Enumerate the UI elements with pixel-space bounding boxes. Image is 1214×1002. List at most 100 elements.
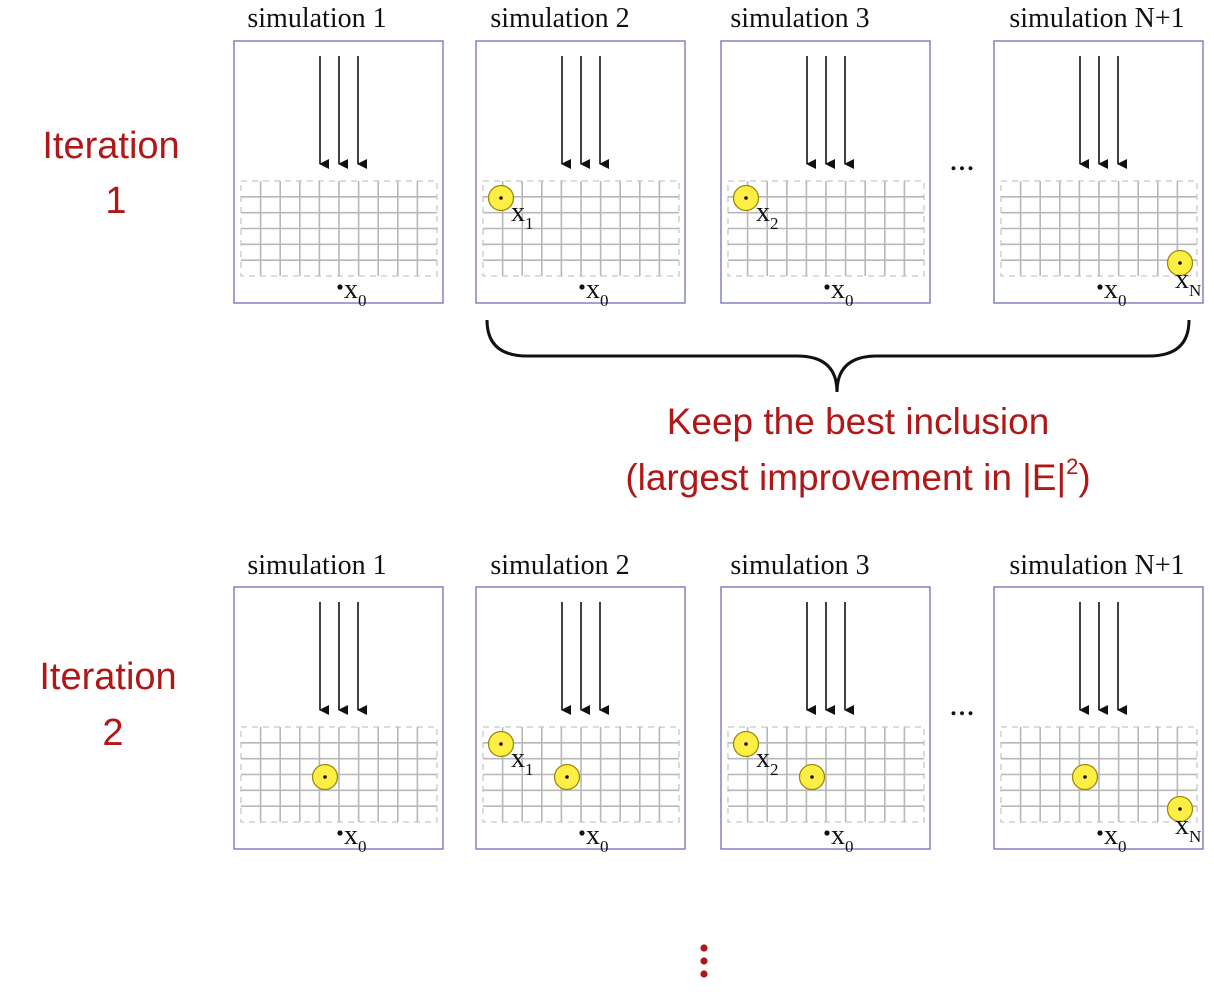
inclusion-letter: x bbox=[1175, 810, 1189, 841]
simulation-panel: simulation 1 x0 bbox=[233, 3, 444, 310]
inclusion-marker bbox=[798, 763, 826, 791]
source-point bbox=[1097, 830, 1103, 836]
source-label: x0 bbox=[1104, 274, 1127, 310]
sensor-grid bbox=[1000, 180, 1198, 277]
source-subscript: 0 bbox=[845, 291, 854, 310]
inclusion-center-dot bbox=[565, 775, 569, 779]
inclusion-marker: xN bbox=[1166, 795, 1201, 846]
inclusion-letter: x bbox=[511, 197, 525, 228]
source-label: x0 bbox=[586, 820, 609, 856]
inclusion-center-dot bbox=[323, 775, 327, 779]
source-label: x0 bbox=[1104, 820, 1127, 856]
inclusion-marker bbox=[1071, 763, 1099, 791]
source-letter: x bbox=[344, 820, 358, 851]
inclusion-marker: x2 bbox=[732, 184, 779, 233]
inclusion-subscript: N bbox=[1189, 827, 1201, 846]
inclusion-center-dot bbox=[499, 196, 503, 200]
source-point bbox=[824, 284, 830, 290]
source-letter: x bbox=[586, 820, 600, 851]
simulation-panel: simulation 1 x0 bbox=[233, 550, 444, 856]
sensor-grid bbox=[240, 180, 438, 277]
source-label: x0 bbox=[344, 274, 367, 310]
inclusion-label: x2 bbox=[756, 743, 779, 779]
source-label: x0 bbox=[344, 820, 367, 856]
superscript-2: 2 bbox=[1066, 454, 1078, 479]
source-subscript: 0 bbox=[358, 837, 367, 856]
simulation-title: simulation N+1 bbox=[1009, 3, 1184, 34]
simulation-title: simulation N+1 bbox=[1009, 550, 1184, 581]
inclusion-letter: x bbox=[511, 743, 525, 774]
inclusion-center-dot bbox=[1083, 775, 1087, 779]
source-label: x0 bbox=[586, 274, 609, 310]
largest-improvement-main: (largest improvement in |E| bbox=[625, 457, 1066, 498]
inclusion-center-dot bbox=[810, 775, 814, 779]
source-point bbox=[824, 830, 830, 836]
simulation-title: simulation 2 bbox=[490, 550, 629, 581]
largest-improvement-text: (largest improvement in |E|2) bbox=[625, 454, 1090, 498]
source-subscript: 0 bbox=[358, 291, 367, 310]
source-letter: x bbox=[344, 274, 358, 305]
inclusion-label: x1 bbox=[511, 743, 534, 779]
iteration-2-number: 2 bbox=[102, 712, 123, 754]
simulation-title: simulation 1 bbox=[247, 550, 386, 581]
simulation-title: simulation 1 bbox=[247, 3, 386, 34]
source-subscript: 0 bbox=[600, 837, 609, 856]
iteration-1-label: Iteration bbox=[42, 125, 179, 167]
source-letter: x bbox=[586, 274, 600, 305]
inclusion-marker: x1 bbox=[487, 730, 534, 779]
inclusion-center-dot bbox=[1178, 261, 1182, 265]
vertical-ellipsis-icon bbox=[700, 944, 708, 978]
inclusion-center-dot bbox=[1178, 807, 1182, 811]
ellipsis-iteration-1: ... bbox=[949, 141, 975, 178]
inclusion-letter: x bbox=[756, 197, 770, 228]
inclusion-center-dot bbox=[499, 742, 503, 746]
inclusion-subscript: N bbox=[1189, 281, 1201, 300]
source-label: x0 bbox=[831, 274, 854, 310]
inclusion-marker: x2 bbox=[732, 730, 779, 779]
keep-best-text: Keep the best inclusion bbox=[667, 401, 1050, 442]
inclusion-subscript: 1 bbox=[525, 214, 534, 233]
inclusion-letter: x bbox=[1175, 264, 1189, 295]
iteration-1-number: 1 bbox=[105, 180, 126, 222]
inclusion-center-dot bbox=[744, 742, 748, 746]
source-subscript: 0 bbox=[1118, 837, 1127, 856]
inclusion-label: xN bbox=[1175, 810, 1201, 846]
inclusion-label: x1 bbox=[511, 197, 534, 233]
simulation-title: simulation 3 bbox=[730, 550, 869, 581]
inclusion-subscript: 2 bbox=[770, 760, 779, 779]
closing-paren: ) bbox=[1078, 457, 1090, 498]
sensor-grid bbox=[727, 180, 925, 277]
source-point bbox=[337, 830, 343, 836]
sensor-grid bbox=[727, 726, 925, 823]
sensor-grid bbox=[482, 180, 680, 277]
source-letter: x bbox=[831, 274, 845, 305]
inclusion-letter: x bbox=[756, 743, 770, 774]
source-point bbox=[337, 284, 343, 290]
inclusion-marker: x1 bbox=[487, 184, 534, 233]
inclusion-marker: xN bbox=[1166, 249, 1201, 300]
ellipsis-iteration-2: ... bbox=[949, 686, 975, 723]
inclusion-center-dot bbox=[744, 196, 748, 200]
source-subscript: 0 bbox=[845, 837, 854, 856]
source-point bbox=[1097, 284, 1103, 290]
inclusion-label: xN bbox=[1175, 264, 1201, 300]
source-letter: x bbox=[1104, 820, 1118, 851]
inclusion-marker bbox=[311, 763, 339, 791]
curly-brace bbox=[485, 319, 1191, 393]
inclusion-label: x2 bbox=[756, 197, 779, 233]
simulation-panel: simulation 3 x 0 x2 bbox=[720, 550, 931, 856]
source-point bbox=[579, 830, 585, 836]
source-subscript: 0 bbox=[1118, 291, 1127, 310]
simulation-title: simulation 3 bbox=[730, 3, 869, 34]
sensor-grid bbox=[240, 726, 438, 823]
iteration-2-label: Iteration bbox=[39, 656, 176, 698]
inclusion-subscript: 2 bbox=[770, 214, 779, 233]
